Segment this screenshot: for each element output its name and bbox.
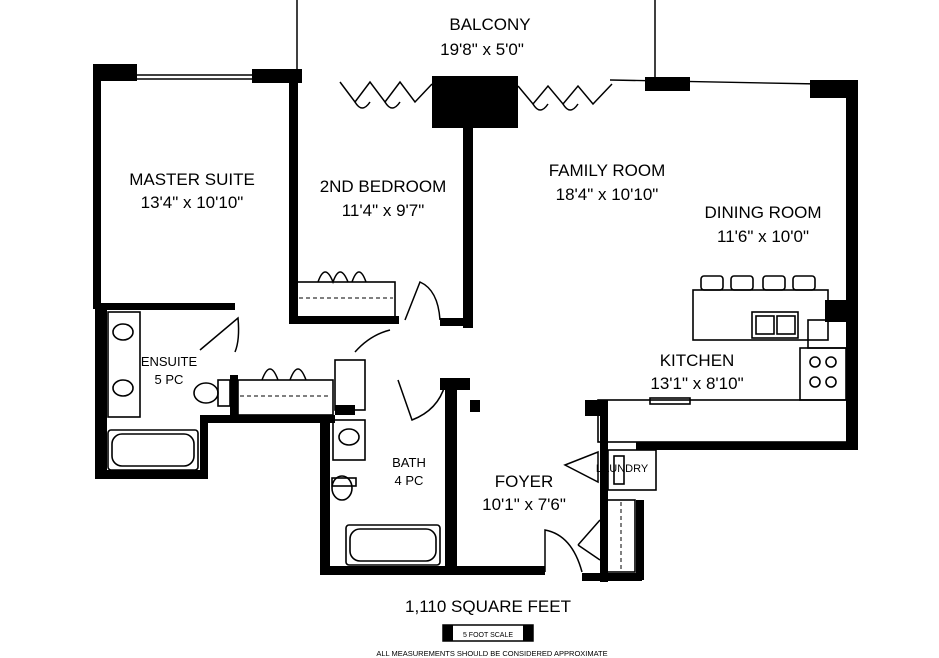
ensuite-name: ENSUITE — [141, 354, 198, 369]
stool-icon — [762, 275, 786, 291]
structural-column — [432, 76, 518, 128]
bathtub-icon — [107, 429, 199, 471]
kitchen-name: KITCHEN — [660, 351, 735, 370]
dining-dims: 11'6" x 10'0" — [717, 227, 809, 246]
sink-icon — [112, 379, 134, 397]
sink-icon — [751, 311, 799, 339]
master-dims: 13'4" x 10'10" — [141, 193, 244, 212]
window-family-top — [609, 79, 821, 85]
room-labels: BALCONY 19'8" x 5'0" MASTER SUITE 13'4" … — [129, 15, 821, 514]
sink-icon — [112, 323, 134, 341]
foyer-name: FOYER — [495, 472, 554, 491]
bedroom2-name: 2ND BEDROOM — [320, 177, 447, 196]
closets — [237, 271, 636, 573]
scale-label: 5 FOOT SCALE — [463, 632, 513, 639]
laundry-name: LAUNDRY — [596, 463, 649, 475]
doors — [199, 80, 613, 573]
toilet-icon — [331, 475, 353, 501]
foyer-dims: 10'1" x 7'6" — [482, 495, 566, 514]
ensuite-fixtures — [107, 311, 231, 471]
balcony-dims: 19'8" x 5'0" — [440, 40, 524, 59]
stool-icon — [730, 275, 754, 291]
kitchen-fixtures — [597, 275, 849, 491]
exterior-walls — [93, 64, 858, 581]
toilet-icon — [193, 382, 219, 404]
sink-icon — [338, 428, 360, 446]
dining-name: DINING ROOM — [704, 203, 821, 222]
stool-icon — [792, 275, 816, 291]
family-dims: 18'4" x 10'10" — [556, 185, 659, 204]
laundry-unit-icon — [607, 449, 657, 491]
stool-icon — [700, 275, 724, 291]
master-name: MASTER SUITE — [129, 170, 255, 189]
disclaimer: ALL MEASUREMENTS SHOULD BE CONSIDERED AP… — [376, 649, 607, 658]
bathtub-icon — [345, 524, 441, 566]
ensuite-dims: 5 PC — [155, 372, 184, 387]
kitchen-dims: 13'1" x 8'10" — [650, 374, 743, 393]
scale-bar: 5 FOOT SCALE — [442, 624, 534, 642]
balcony-name: BALCONY — [449, 15, 530, 34]
bedroom2-dims: 11'4" x 9'7" — [342, 201, 425, 220]
bath-name: BATH — [392, 455, 426, 470]
bath-fixtures — [331, 419, 441, 566]
family-name: FAMILY ROOM — [549, 161, 666, 180]
total-area: 1,110 SQUARE FEET — [405, 597, 571, 616]
bath-dims: 4 PC — [395, 473, 424, 488]
stove-icon — [799, 347, 847, 401]
interior-walls — [95, 77, 849, 582]
